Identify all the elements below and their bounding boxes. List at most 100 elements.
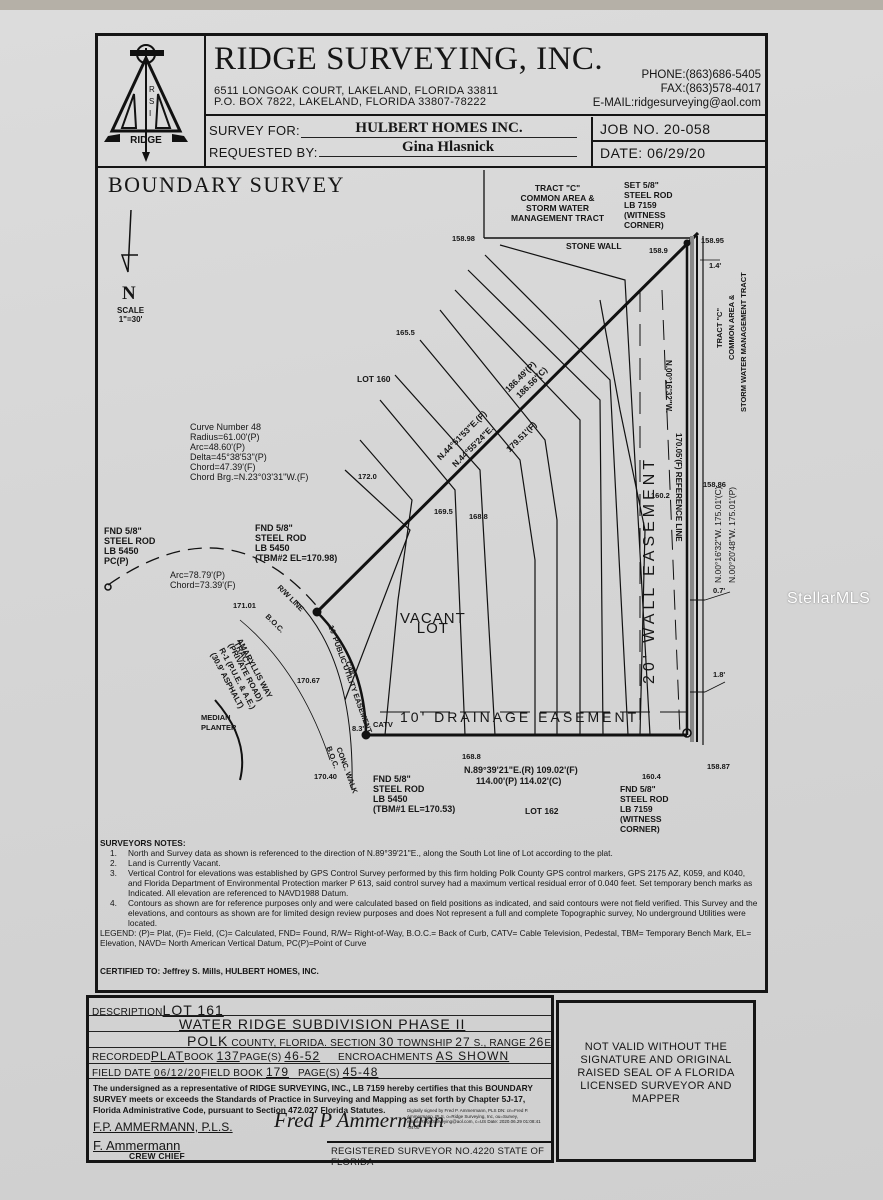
survey-for-label: SURVEY FOR: (209, 123, 300, 138)
encroachments-value: AS SHOWN (435, 1049, 510, 1063)
found-rod-tbm2-label: FND 5/8" STEEL ROD LB 5450 (TBM#2 EL=170… (255, 523, 337, 563)
east-distance-plat: N.00°20'48"W. 175.01'(P) (727, 486, 737, 583)
elevation-label: 171.01 (233, 601, 256, 610)
certification-statement: The undersigned as a representative of R… (93, 1083, 533, 1115)
text-line: FND 5/8" (373, 774, 411, 784)
dimension-label: 8.3' (352, 724, 365, 733)
field-book-value: 179 (265, 1065, 289, 1079)
company-logo: RIDGE R S I (98, 36, 206, 166)
note-number: 3. (110, 868, 117, 878)
text-line: Arc=48.60'(P) (190, 442, 245, 452)
text-line: LB 5450 (104, 546, 139, 556)
text-line: MANAGEMENT TRACT (511, 213, 605, 223)
subdivision-row: WATER RIDGE SUBDIVISION PHASE II (179, 1016, 465, 1032)
description-label: DESCRIPTION (92, 1007, 163, 1018)
field-pages-label: PAGE(S) (297, 1068, 340, 1079)
note-text: Vertical Control for elevations was esta… (128, 868, 753, 898)
description-block: DESCRIPTIONLOT 161 WATER RIDGE SUBDIVISI… (86, 995, 555, 1168)
text-line: STEEL ROD (624, 190, 673, 200)
survey-for-value: HULBERT HOMES INC. (301, 120, 577, 138)
text-line: STEEL ROD (255, 533, 307, 543)
text-line: Chord Brg.=N.23°03'31"W.(F) (190, 472, 309, 482)
note-text: Land is Currently Vacant. (128, 858, 221, 868)
section-value: 30 (378, 1035, 395, 1049)
job-number: JOB NO. 20-058 (600, 121, 711, 137)
text-line: STORM WATER (526, 203, 589, 213)
digital-signature-note: Digitally signed by Fred P. Ammermann, P… (407, 1108, 541, 1130)
tract-c-label: TRACT "C" COMMON AREA & STORM WATER MANA… (511, 183, 604, 223)
rule (89, 1015, 551, 1016)
text-line: LOT (416, 620, 449, 637)
arc-chord-label: Arc=78.79'(P) Chord=73.39'(F) (170, 570, 236, 590)
requested-by-label: REQUESTED BY: (209, 145, 318, 160)
text-line: STEEL ROD (104, 536, 156, 546)
background-edge (0, 0, 883, 10)
subdivision-value: WATER RIDGE SUBDIVISION PHASE II (179, 1016, 466, 1032)
found-rod-pc-label: FND 5/8" STEEL ROD LB 5450 PC(P) (104, 526, 155, 566)
surveyor-name: F.P. AMMERMANN, P.L.S. (93, 1120, 233, 1134)
company-address: 6511 LONGOAK COURT, LAKELAND, FLORIDA 33… (214, 86, 498, 108)
scale-title: SCALE (117, 306, 145, 315)
text-line: LB 5450 (373, 794, 408, 804)
rule (89, 1031, 551, 1032)
registered-surveyor-line: REGISTERED SURVEYOR NO.4220 STATE OF FLO… (327, 1141, 551, 1168)
elevation-label: 158.95 (701, 236, 724, 245)
text-line: FND 5/8" (255, 523, 293, 533)
east-distance-calculated: N.00°16'32"W. 175.01'(C) (713, 486, 723, 583)
text-line: CORNER) (624, 220, 664, 230)
field-pages-value: 45-48 (342, 1065, 379, 1079)
legend-text: LEGEND: (P)= Plat, (F)= Field, (C)= Calc… (100, 928, 752, 948)
seal-notice-box: NOT VALID WITHOUT THE SIGNATURE AND ORIG… (556, 1000, 756, 1162)
survey-date: DATE: 06/29/20 (600, 145, 706, 161)
logo-text: RIDGE (130, 135, 162, 146)
notes-heading: SURVEYORS NOTES: (100, 838, 186, 848)
note-item: 4.Contours as shown are for reference pu… (100, 898, 760, 928)
text-line: COMMON AREA & (520, 193, 595, 203)
note-text: North and Survey data as shown is refere… (128, 848, 613, 858)
fax: FAX:(863)578-4017 (660, 83, 761, 95)
text-line: LB 7159 (620, 804, 653, 814)
text-line: FND 5/8" (620, 784, 656, 794)
note-number: 2. (110, 858, 117, 868)
dimension-label: 1.8' (713, 670, 726, 679)
tract-c-east-label: TRACT "C" (715, 307, 724, 348)
elevation-label: 169.5 (434, 507, 453, 516)
scale-value: 1"=30' (118, 315, 143, 324)
field-row: FIELD DATE 06/12/20FIELD BOOK 179 PAGE(S… (92, 1065, 378, 1079)
address-line-1: 6511 LONGOAK COURT, LAKELAND, FLORIDA 33… (214, 85, 499, 97)
header-company-block (206, 36, 765, 116)
rule (89, 1078, 551, 1079)
range-suffix: E. (544, 1038, 555, 1049)
elevation-label: 172.0 (358, 472, 377, 481)
note-item: 2. Land is Currently Vacant. (100, 858, 760, 868)
company-contact: PHONE:(863)686-5405 FAX:(863)578-4017 E-… (593, 68, 761, 110)
elevation-label: 160.2 (651, 491, 670, 500)
pages-label: PAGE(S) (239, 1052, 282, 1063)
lot-162-label: LOT 162 (525, 806, 559, 816)
seal-notice-text: NOT VALID WITHOUT THE SIGNATURE AND ORIG… (577, 1041, 735, 1105)
elevation-label: 158.9 (649, 246, 668, 255)
text-line: (TBM#1 EL=170.53) (373, 804, 456, 814)
scale-label: SCALE 1"=30' (117, 306, 144, 324)
note-number: 1. (110, 848, 117, 858)
south-distance-label: 114.00'(P) 114.02'(C) (476, 776, 562, 786)
crew-chief-name: F. Ammermann (93, 1138, 181, 1153)
drainage-easement-label: 10' DRAINAGE EASEMENT (400, 709, 640, 725)
reference-line-label: 170.05'(F) REFERENCE LINE (674, 433, 683, 542)
text-line: (WITNESS (624, 210, 666, 220)
field-book-label: FIELD BOOK (200, 1068, 263, 1079)
note-text: Contours as shown are for reference purp… (128, 898, 758, 928)
township-value: 27 (455, 1035, 471, 1049)
median-planter-label: MEDIAN PLANTER (201, 713, 236, 733)
elevation-label: 158.86 (703, 480, 726, 489)
township-label: TOWNSHIP (397, 1038, 453, 1049)
elevation-label: 168.8 (462, 752, 481, 761)
tract-c-east-label: STORM WATER MANAGEMENT TRACT (739, 272, 748, 412)
elevation-label: 158.87 (707, 762, 730, 771)
found-rod-witness-label: FND 5/8" STEEL ROD LB 7159 (WITNESS CORN… (620, 784, 669, 834)
vacant-lot-label: VACANT LOT (400, 610, 466, 637)
text-line: VACANT (400, 610, 466, 627)
phone: PHONE:(863)686-5405 (641, 69, 761, 81)
